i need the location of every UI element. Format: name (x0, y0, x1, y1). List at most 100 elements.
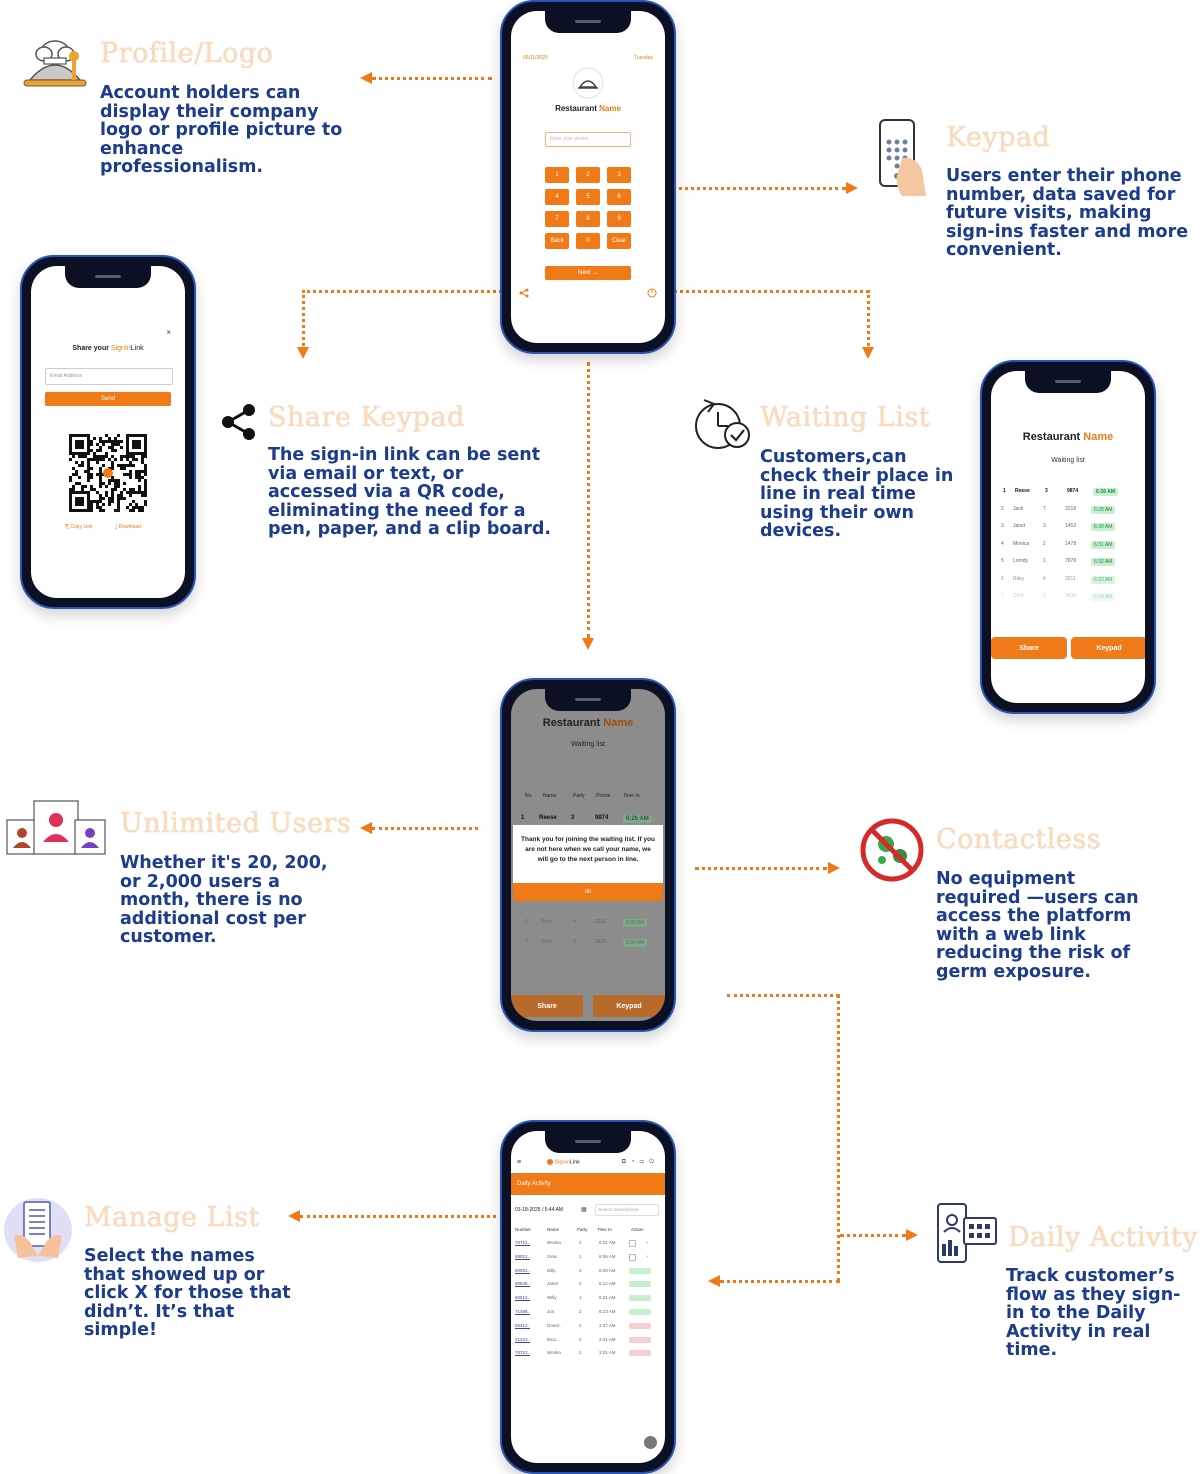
download-button[interactable]: ⤓ Download (115, 524, 141, 530)
next-button[interactable]: Next → (545, 266, 631, 280)
qr-module (81, 485, 84, 488)
row-party: 2 (579, 1350, 582, 1356)
share-button[interactable]: Share (511, 995, 583, 1017)
qr-module (117, 464, 120, 467)
qr-module (132, 455, 135, 458)
keypad-button[interactable]: Keypad (593, 995, 665, 1017)
menu-icon[interactable]: ≡ (517, 1159, 522, 1166)
key-2[interactable]: 2 (576, 167, 600, 183)
qr-module (69, 494, 72, 497)
qr-module (75, 446, 78, 449)
row-num[interactable]: 80845.. (515, 1281, 531, 1287)
qr-code[interactable] (69, 434, 147, 512)
row-name: Jack (1013, 505, 1024, 512)
status-arrived-badge[interactable] (629, 1281, 651, 1288)
notch (545, 689, 631, 711)
qr-module (135, 446, 138, 449)
email-field[interactable]: Email Address (45, 368, 173, 385)
settings-icon[interactable] (644, 1436, 657, 1449)
row-num[interactable]: 88812.. (515, 1253, 531, 1259)
dotted-line (720, 1280, 840, 1283)
qr-module (72, 488, 75, 491)
select-checkbox[interactable]: × (629, 1253, 649, 1261)
send-button[interactable]: Send (45, 392, 171, 406)
status-missed-badge[interactable] (629, 1350, 651, 1357)
select-checkbox[interactable]: × (629, 1240, 649, 1247)
key-back[interactable]: Back (545, 233, 569, 249)
restaurant-name-b: Name (603, 717, 634, 729)
toolbar-icons[interactable]: ⧉◔▭⏻ (621, 1159, 659, 1165)
key-0[interactable]: 0 (576, 233, 600, 249)
row-party: 1 (1043, 558, 1046, 564)
share-small-icon[interactable] (519, 288, 529, 298)
row-num[interactable]: 80812.. (515, 1295, 531, 1301)
status-arrived-badge[interactable] (629, 1295, 651, 1302)
qr-module (69, 476, 72, 479)
calendar-icon[interactable]: ▦ (581, 1207, 587, 1213)
remove-icon[interactable]: × (646, 1253, 649, 1259)
qr-module (126, 443, 129, 446)
share-button[interactable]: Share (991, 637, 1067, 659)
key-8[interactable]: 8 (576, 211, 600, 227)
arrow-head-right (828, 862, 840, 874)
brand-b: Link (130, 345, 144, 352)
qr-module (69, 452, 72, 455)
key-9[interactable]: 9 (607, 211, 631, 227)
row-num[interactable]: 71485.. (515, 1309, 531, 1314)
key-6[interactable]: 6 (607, 189, 631, 205)
qr-module (111, 449, 114, 452)
row-num[interactable]: 70712.. (515, 1240, 531, 1245)
key-7[interactable]: 7 (545, 211, 569, 227)
qr-module (132, 458, 135, 461)
qr-module (129, 464, 132, 467)
qr-module (75, 461, 78, 464)
qr-module (129, 488, 132, 491)
qr-module (102, 455, 105, 458)
dotted-line (642, 187, 846, 190)
key-1[interactable]: 1 (545, 167, 569, 183)
qr-module (69, 509, 72, 512)
row-party: 4 (579, 1267, 582, 1273)
qr-module (111, 461, 114, 464)
qr-module (114, 509, 117, 512)
close-icon[interactable]: × (166, 328, 171, 337)
waitlist-small-icon[interactable] (647, 288, 657, 298)
row-num[interactable]: 55413.. (515, 1322, 531, 1328)
restaurant-logo-icon (572, 67, 604, 99)
qr-module (126, 458, 129, 461)
row-num[interactable]: 70712.. (515, 1350, 531, 1356)
status-arrived-badge[interactable] (629, 1309, 651, 1315)
qr-module (132, 434, 135, 437)
qr-module (141, 470, 144, 473)
keypad-button[interactable]: Keypad (1071, 637, 1145, 659)
qr-module (111, 494, 114, 497)
ok-button[interactable]: ok (513, 883, 663, 901)
dotted-line (372, 77, 492, 80)
qr-module (69, 449, 72, 452)
key-3[interactable]: 3 (607, 167, 631, 183)
status-missed-badge[interactable] (629, 1322, 651, 1329)
qr-module (141, 506, 144, 509)
phone-input[interactable]: Enter your phone (545, 132, 631, 147)
qr-module (81, 434, 84, 437)
qr-module (108, 500, 111, 503)
row-name: Chris (1013, 593, 1025, 599)
key-4[interactable]: 4 (545, 189, 569, 205)
qr-module (102, 509, 105, 512)
remove-icon[interactable]: × (646, 1240, 649, 1245)
key-5[interactable]: 5 (576, 189, 600, 205)
key-clear[interactable]: Clear (607, 233, 631, 249)
col-action: Action (631, 1227, 644, 1232)
copy-link-button[interactable]: ⎘ Copy Link (65, 524, 93, 530)
qr-module (138, 440, 141, 443)
qr-module (129, 434, 132, 437)
status-arrived-badge[interactable] (629, 1267, 651, 1274)
qr-module (99, 509, 102, 512)
status-missed-badge[interactable] (629, 1336, 651, 1343)
search-input[interactable]: Search name/phone (595, 1204, 659, 1216)
search-placeholder: Search name/phone (598, 1207, 639, 1212)
row-num[interactable]: 50591.. (515, 1267, 531, 1273)
row-num[interactable]: 21223.. (515, 1336, 531, 1342)
qr-module (96, 473, 99, 476)
qr-module (99, 500, 102, 503)
